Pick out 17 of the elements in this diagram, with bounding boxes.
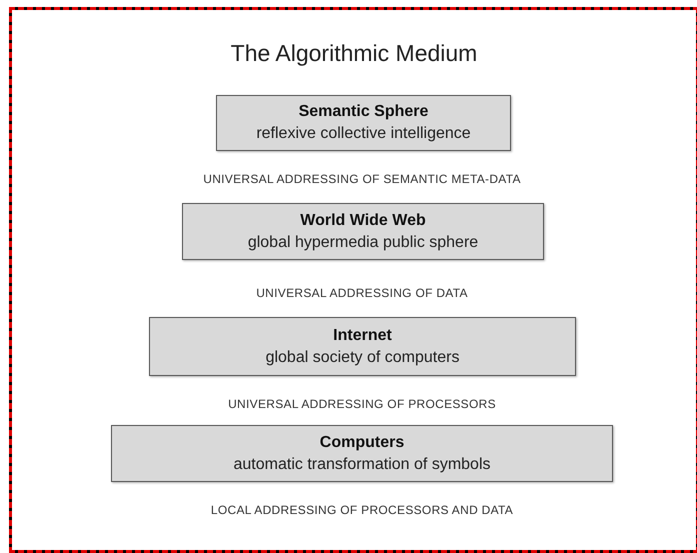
layer-box (216, 95, 511, 151)
addressing-label: UNIVERSAL ADDRESSING OF SEMANTIC META-DATA (202, 171, 522, 188)
layer-description: automatic transformation of symbols (234, 454, 490, 474)
layer-description: global hypermedia public sphere (248, 232, 478, 252)
layer-box (182, 203, 544, 260)
layer-title: Computers (320, 432, 404, 452)
layer-description: reflexive collective intelligence (256, 124, 471, 144)
diagram-title: The Algorithmic Medium (230, 39, 478, 68)
layer-box (111, 425, 613, 482)
layer-title: Internet (333, 326, 392, 346)
layer-title: World Wide Web (300, 210, 426, 230)
addressing-label: UNIVERSAL ADDRESSING OF DATA (255, 285, 469, 302)
addressing-label: UNIVERSAL ADDRESSING OF PROCESSORS (227, 396, 497, 413)
layer-title: Semantic Sphere (298, 102, 428, 122)
layer-description: global society of computers (266, 348, 460, 368)
layer-box (149, 317, 576, 376)
addressing-label: LOCAL ADDRESSING OF PROCESSORS AND DATA (210, 502, 514, 519)
